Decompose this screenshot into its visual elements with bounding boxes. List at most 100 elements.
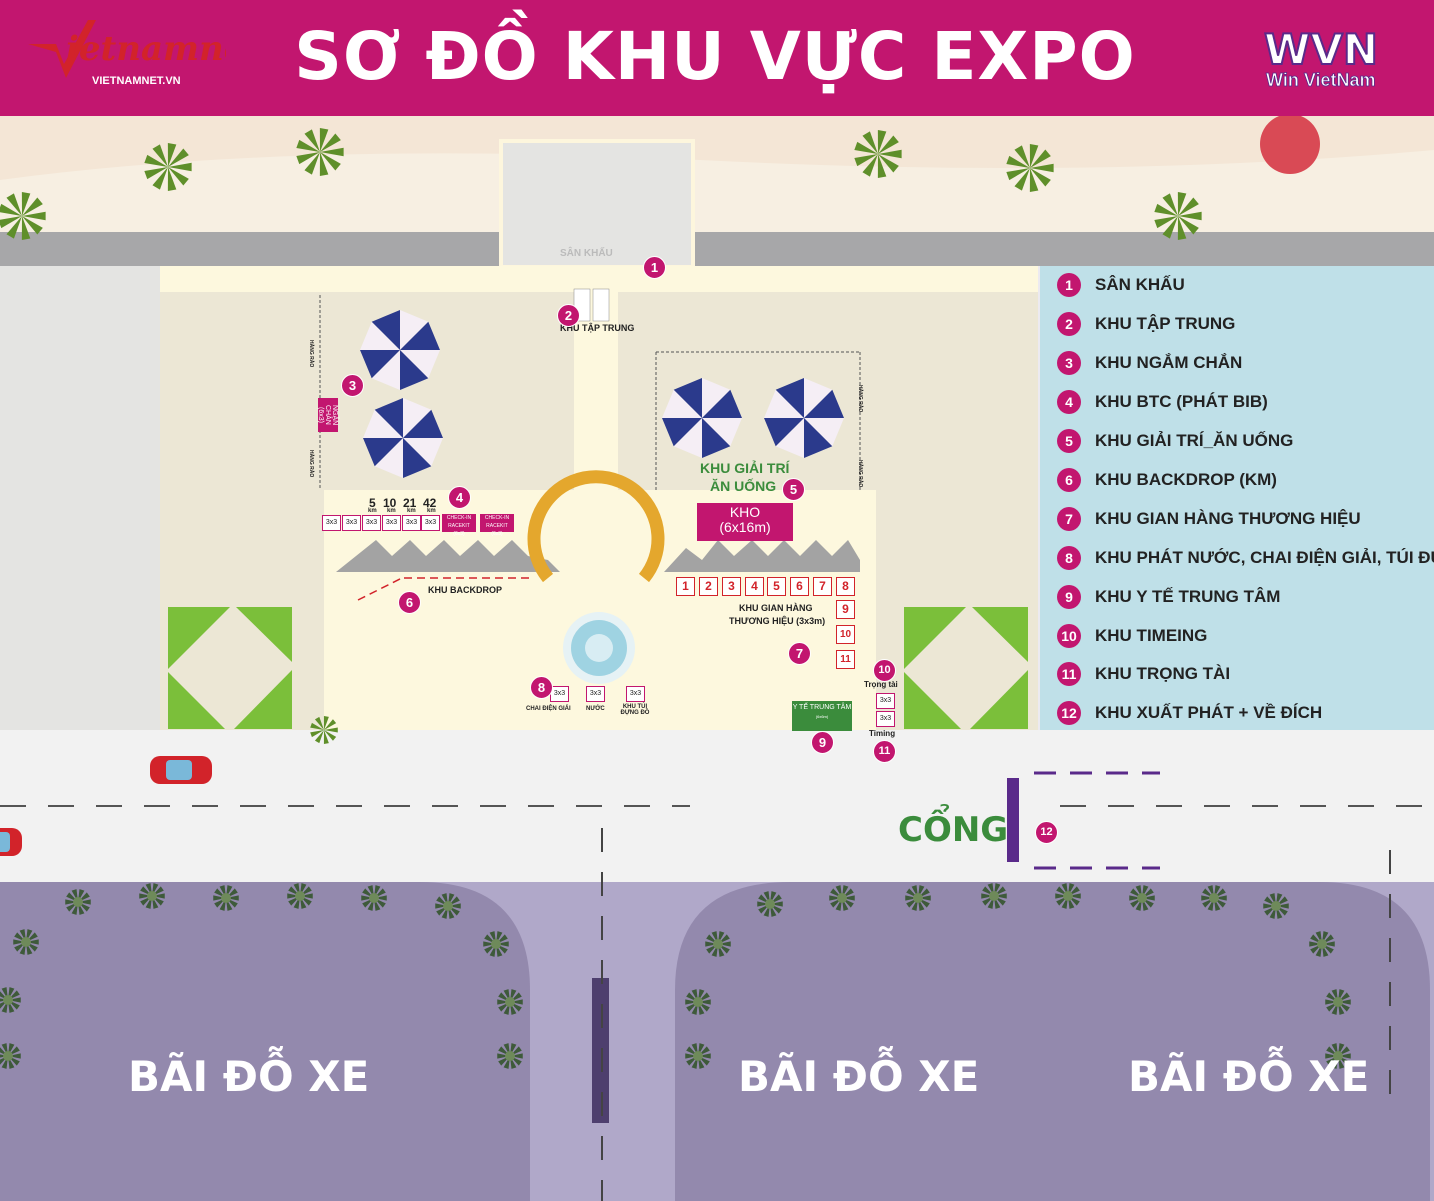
tree-icon [1263, 893, 1289, 919]
win-vietnam-logo: WVN Win VietNam [1262, 20, 1394, 96]
food-label: KHU GIẢI TRÍ [700, 460, 790, 476]
booth-label: KHU GIAN HÀNG [739, 603, 813, 613]
legend-number: 11 [1057, 662, 1081, 686]
legend-number: 4 [1057, 390, 1081, 414]
km-unit: km [407, 508, 416, 514]
umbrella-icon [764, 378, 844, 458]
legend-label: KHU NGẮM CHẮN [1095, 353, 1243, 372]
booth-5: 5 [767, 577, 786, 596]
legend-number: 3 [1057, 351, 1081, 375]
referee-label: Trọng tài [864, 680, 898, 689]
gate-label: CỔNG [898, 810, 1009, 850]
water-label: NƯỚC [586, 706, 605, 712]
marker-11: 11 [873, 740, 896, 763]
booth-11: 11 [836, 650, 855, 669]
vertical-tent: NGĂN CHẮN (6x3) [317, 398, 338, 432]
legend-label: KHU BACKDROP (KM) [1095, 470, 1277, 489]
legend-label: KHU TẬP TRUNG [1095, 314, 1236, 333]
km-21: 21 [403, 496, 417, 510]
tree-icon [1325, 1043, 1351, 1069]
legend-number: 5 [1057, 429, 1081, 453]
tree-icon [0, 1043, 21, 1069]
checkin-tent: CHECK-IN RACEKIT(6x3) [480, 514, 514, 537]
umbrella-icon [360, 310, 440, 390]
marker-3: 3 [341, 374, 364, 397]
legend-number: 8 [1057, 546, 1081, 570]
legend-number: 6 [1057, 468, 1081, 492]
car-icon [0, 828, 22, 856]
marker-4: 4 [448, 486, 471, 509]
tent-3x3: 3x3 [876, 693, 895, 709]
tent-3x3: 3x3 [342, 515, 361, 531]
legend-number: 10 [1057, 624, 1081, 648]
tent-3x3: 3x3 [586, 686, 605, 702]
booth-8: 8 [836, 577, 855, 596]
car-icon [150, 756, 212, 784]
vietnamnet-logo: ietnamnet VIETNAMNET.VN [26, 16, 261, 96]
garden-left [168, 607, 292, 729]
palm-tree-icon [144, 143, 192, 191]
km-unit: km [387, 508, 396, 514]
palm-tree-icon [0, 192, 46, 240]
booth-6: 6 [790, 577, 809, 596]
legend-label: KHU PHÁT NƯỚC, CHAI ĐIỆN GIẢI, TÚI ĐỰNG … [1095, 548, 1434, 567]
marker-2: 2 [557, 304, 580, 327]
tree-icon [1309, 931, 1335, 957]
parking-label: BÃI ĐỖ XE [738, 1052, 980, 1101]
booth-10: 10 [836, 625, 855, 644]
tent-3x3: 3x3 [322, 515, 341, 531]
legend-label: KHU XUẤT PHÁT + VỀ ĐÍCH [1095, 703, 1323, 722]
legend-label: SÂN KHẤU [1095, 275, 1185, 294]
tree-icon [981, 883, 1007, 909]
umbrella-icon [662, 378, 742, 458]
tent-3x3: 3x3 [626, 686, 645, 702]
wvn-sub: Win VietNam [1266, 70, 1376, 90]
fence-label: HÀNG RÀO [308, 450, 314, 478]
tree-icon [13, 929, 39, 955]
backdrop-label: KHU BACKDROP [428, 585, 502, 595]
medical-tent: Y TẾ TRUNG TÂM(6x6m) [792, 701, 852, 731]
km-5: 5 [369, 496, 376, 510]
legend-label: KHU TIMEING [1095, 626, 1208, 645]
marker-6: 6 [398, 591, 421, 614]
legend-label: KHU Y TẾ TRUNG TÂM [1095, 587, 1281, 606]
header-bar [0, 0, 1434, 116]
tree-icon [497, 1043, 523, 1069]
tree-icon [287, 883, 313, 909]
tree-icon [435, 893, 461, 919]
tent-3x3: 3x3 [382, 515, 401, 531]
marker-5: 5 [782, 478, 805, 501]
tree-icon [361, 885, 387, 911]
marker-12: 12 [1035, 821, 1058, 844]
expo-map [0, 116, 1434, 1201]
tree-icon [483, 931, 509, 957]
fence-label: HÀNG RÀO [857, 460, 863, 488]
fence-label: HÀNG RÀO [308, 340, 314, 368]
booth-1: 1 [676, 577, 695, 596]
umbrella-icon [363, 398, 443, 478]
legend-label: KHU TRỌNG TÀI [1095, 664, 1231, 683]
km-10: 10 [383, 496, 397, 510]
tree-icon [0, 987, 21, 1013]
marker-1: 1 [643, 256, 666, 279]
gate-bar [1007, 778, 1019, 862]
km-unit: km [427, 508, 436, 514]
parking-label: BÃI ĐỖ XE [1128, 1052, 1370, 1101]
tree-icon [685, 989, 711, 1015]
km-unit: km [368, 508, 377, 514]
gathering-label: KHU TẬP TRUNG [560, 323, 635, 333]
tree-icon [905, 885, 931, 911]
tent-3x3: 3x3 [421, 515, 440, 531]
km-42: 42 [423, 496, 437, 510]
tent-3x3: 3x3 [876, 711, 895, 727]
tree-icon [213, 885, 239, 911]
warehouse: KHO(6x16m) [697, 503, 793, 541]
tree-icon [497, 989, 523, 1015]
water-label: KHU TÚI ĐỰNG ĐỒ [620, 704, 650, 716]
legend-panel [1040, 266, 1434, 730]
umbrella-icon [360, 310, 844, 478]
booth-2: 2 [699, 577, 718, 596]
marker-7: 7 [788, 642, 811, 665]
stage-label: SÂN KHẤU [560, 248, 613, 259]
garden-right [904, 607, 1028, 729]
